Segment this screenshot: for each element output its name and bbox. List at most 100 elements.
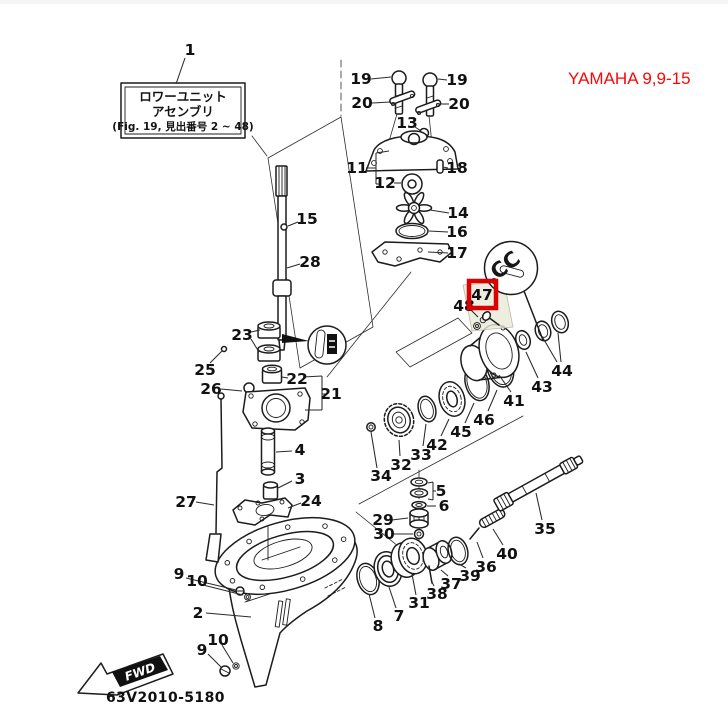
part-callout-36[interactable]: 36 bbox=[475, 558, 497, 576]
leader-line bbox=[221, 644, 234, 664]
part-12-cartridge bbox=[401, 173, 423, 195]
part-code: 63V2010-5180 bbox=[106, 690, 225, 706]
part-11-pump-housing bbox=[365, 130, 459, 172]
part-callout-27[interactable]: 27 bbox=[175, 493, 197, 511]
part-callout-6[interactable]: 6 bbox=[439, 497, 450, 515]
part-3-bushing bbox=[262, 481, 279, 500]
part-callout-15[interactable]: 15 bbox=[296, 210, 318, 228]
leader-line bbox=[368, 593, 376, 619]
leader-line bbox=[476, 541, 484, 559]
part-callout-13[interactable]: 13 bbox=[396, 114, 418, 132]
part-27-shift-rod bbox=[205, 392, 225, 563]
part-callout-21[interactable]: 21 bbox=[320, 385, 342, 403]
part-callout-1[interactable]: 1 bbox=[185, 41, 196, 59]
part-callout-38[interactable]: 38 bbox=[426, 585, 448, 603]
part-callout-10[interactable]: 10 bbox=[207, 631, 229, 649]
part-callout-23[interactable]: 23 bbox=[231, 326, 253, 344]
part-19-bolt-left bbox=[391, 70, 407, 115]
leader-line bbox=[422, 423, 427, 447]
part-callout-20[interactable]: 20 bbox=[448, 95, 470, 113]
part-callout-37[interactable]: 37 bbox=[440, 575, 462, 593]
part-6-washer bbox=[411, 500, 427, 510]
part-callout-22[interactable]: 22 bbox=[286, 370, 308, 388]
leader-line bbox=[525, 351, 539, 379]
part-callout-18[interactable]: 18 bbox=[446, 159, 468, 177]
part-21-pump-base bbox=[242, 387, 311, 431]
part-callout-7[interactable]: 7 bbox=[394, 607, 405, 625]
leader-line bbox=[440, 569, 449, 577]
part-2-gear-case bbox=[214, 517, 358, 688]
part-callout-9[interactable]: 9 bbox=[197, 641, 208, 659]
part-5-washers bbox=[409, 477, 429, 498]
part-callout-31[interactable]: 31 bbox=[408, 594, 430, 612]
part-callout-32[interactable]: 32 bbox=[390, 456, 412, 474]
part-callout-3[interactable]: 3 bbox=[295, 470, 306, 488]
part-callout-26[interactable]: 26 bbox=[200, 380, 222, 398]
part-callout-34[interactable]: 34 bbox=[370, 467, 392, 485]
part-callout-8[interactable]: 8 bbox=[373, 617, 384, 635]
part-callout-9[interactable]: 9 bbox=[174, 565, 185, 583]
part-25-pin bbox=[220, 345, 228, 353]
label-box-line3: (Fig. 19, 見出番号 2 ~ 48) bbox=[112, 120, 253, 133]
part-callout-14[interactable]: 14 bbox=[447, 204, 469, 222]
leader-line bbox=[388, 586, 397, 609]
part-30-nut bbox=[413, 528, 425, 540]
part-callout-30[interactable]: 30 bbox=[373, 525, 395, 543]
assembly-label-box: ロワーユニット アセンブリ (Fig. 19, 見出番号 2 ~ 48) bbox=[112, 82, 254, 139]
detail-balloon-key bbox=[282, 325, 347, 365]
part-callout-16[interactable]: 16 bbox=[446, 223, 468, 241]
part-callout-44[interactable]: 44 bbox=[551, 362, 573, 380]
part-34-clip bbox=[366, 422, 376, 432]
part-29-pinion-gear bbox=[409, 508, 429, 529]
part-callout-28[interactable]: 28 bbox=[299, 253, 321, 271]
part-16-gasket-ring bbox=[395, 222, 429, 240]
part-callout-35[interactable]: 35 bbox=[534, 520, 556, 538]
leader-line bbox=[250, 329, 261, 333]
part-callout-25[interactable]: 25 bbox=[194, 361, 216, 379]
leader-line bbox=[370, 431, 378, 469]
leader-line bbox=[286, 263, 301, 269]
selected-part-box bbox=[466, 278, 499, 311]
part-callout-42[interactable]: 42 bbox=[426, 436, 448, 454]
part-callout-2[interactable]: 2 bbox=[193, 604, 204, 622]
leader-line bbox=[250, 338, 260, 353]
leader-line bbox=[427, 251, 449, 254]
part-callout-19[interactable]: 19 bbox=[350, 70, 372, 88]
leader-line bbox=[205, 612, 252, 618]
part-callout-12[interactable]: 12 bbox=[374, 174, 396, 192]
part-callout-29[interactable]: 29 bbox=[372, 511, 394, 529]
part-callout-17[interactable]: 17 bbox=[446, 244, 468, 262]
part-callout-45[interactable]: 45 bbox=[450, 423, 472, 441]
leader-line bbox=[371, 101, 392, 104]
part-callout-19[interactable]: 19 bbox=[446, 71, 468, 89]
part-callout-41[interactable]: 41 bbox=[503, 392, 525, 410]
part-callout-11[interactable]: 11 bbox=[346, 159, 368, 177]
part-callout-33[interactable]: 33 bbox=[410, 446, 432, 464]
part-18-pin bbox=[436, 159, 444, 174]
part-4-tube bbox=[260, 427, 276, 476]
leader-line bbox=[557, 332, 562, 363]
part-callout-10[interactable]: 10 bbox=[186, 572, 208, 590]
leader-line bbox=[281, 376, 289, 379]
leader-line bbox=[411, 573, 417, 596]
part-callout-5[interactable]: 5 bbox=[436, 482, 447, 500]
axis-lines bbox=[251, 59, 524, 552]
leader-line bbox=[398, 439, 401, 457]
label-box-line2: アセンブリ bbox=[152, 104, 214, 119]
part-callout-20[interactable]: 20 bbox=[351, 94, 373, 112]
part-callout-4[interactable]: 4 bbox=[295, 441, 306, 459]
part-callout-46[interactable]: 46 bbox=[473, 411, 495, 429]
part-callout-43[interactable]: 43 bbox=[531, 378, 553, 396]
part-callout-47[interactable]: 47 bbox=[471, 286, 493, 304]
part-callout-24[interactable]: 24 bbox=[300, 492, 322, 510]
top-strip bbox=[0, 0, 728, 4]
part-44-seals bbox=[534, 310, 570, 342]
part-callout-40[interactable]: 40 bbox=[496, 545, 518, 563]
part-9-10-plug-lower bbox=[219, 662, 240, 677]
leader-line bbox=[464, 402, 475, 424]
part-15-pin bbox=[280, 223, 288, 231]
part-callout-39[interactable]: 39 bbox=[459, 567, 481, 585]
leader-line bbox=[370, 76, 392, 80]
